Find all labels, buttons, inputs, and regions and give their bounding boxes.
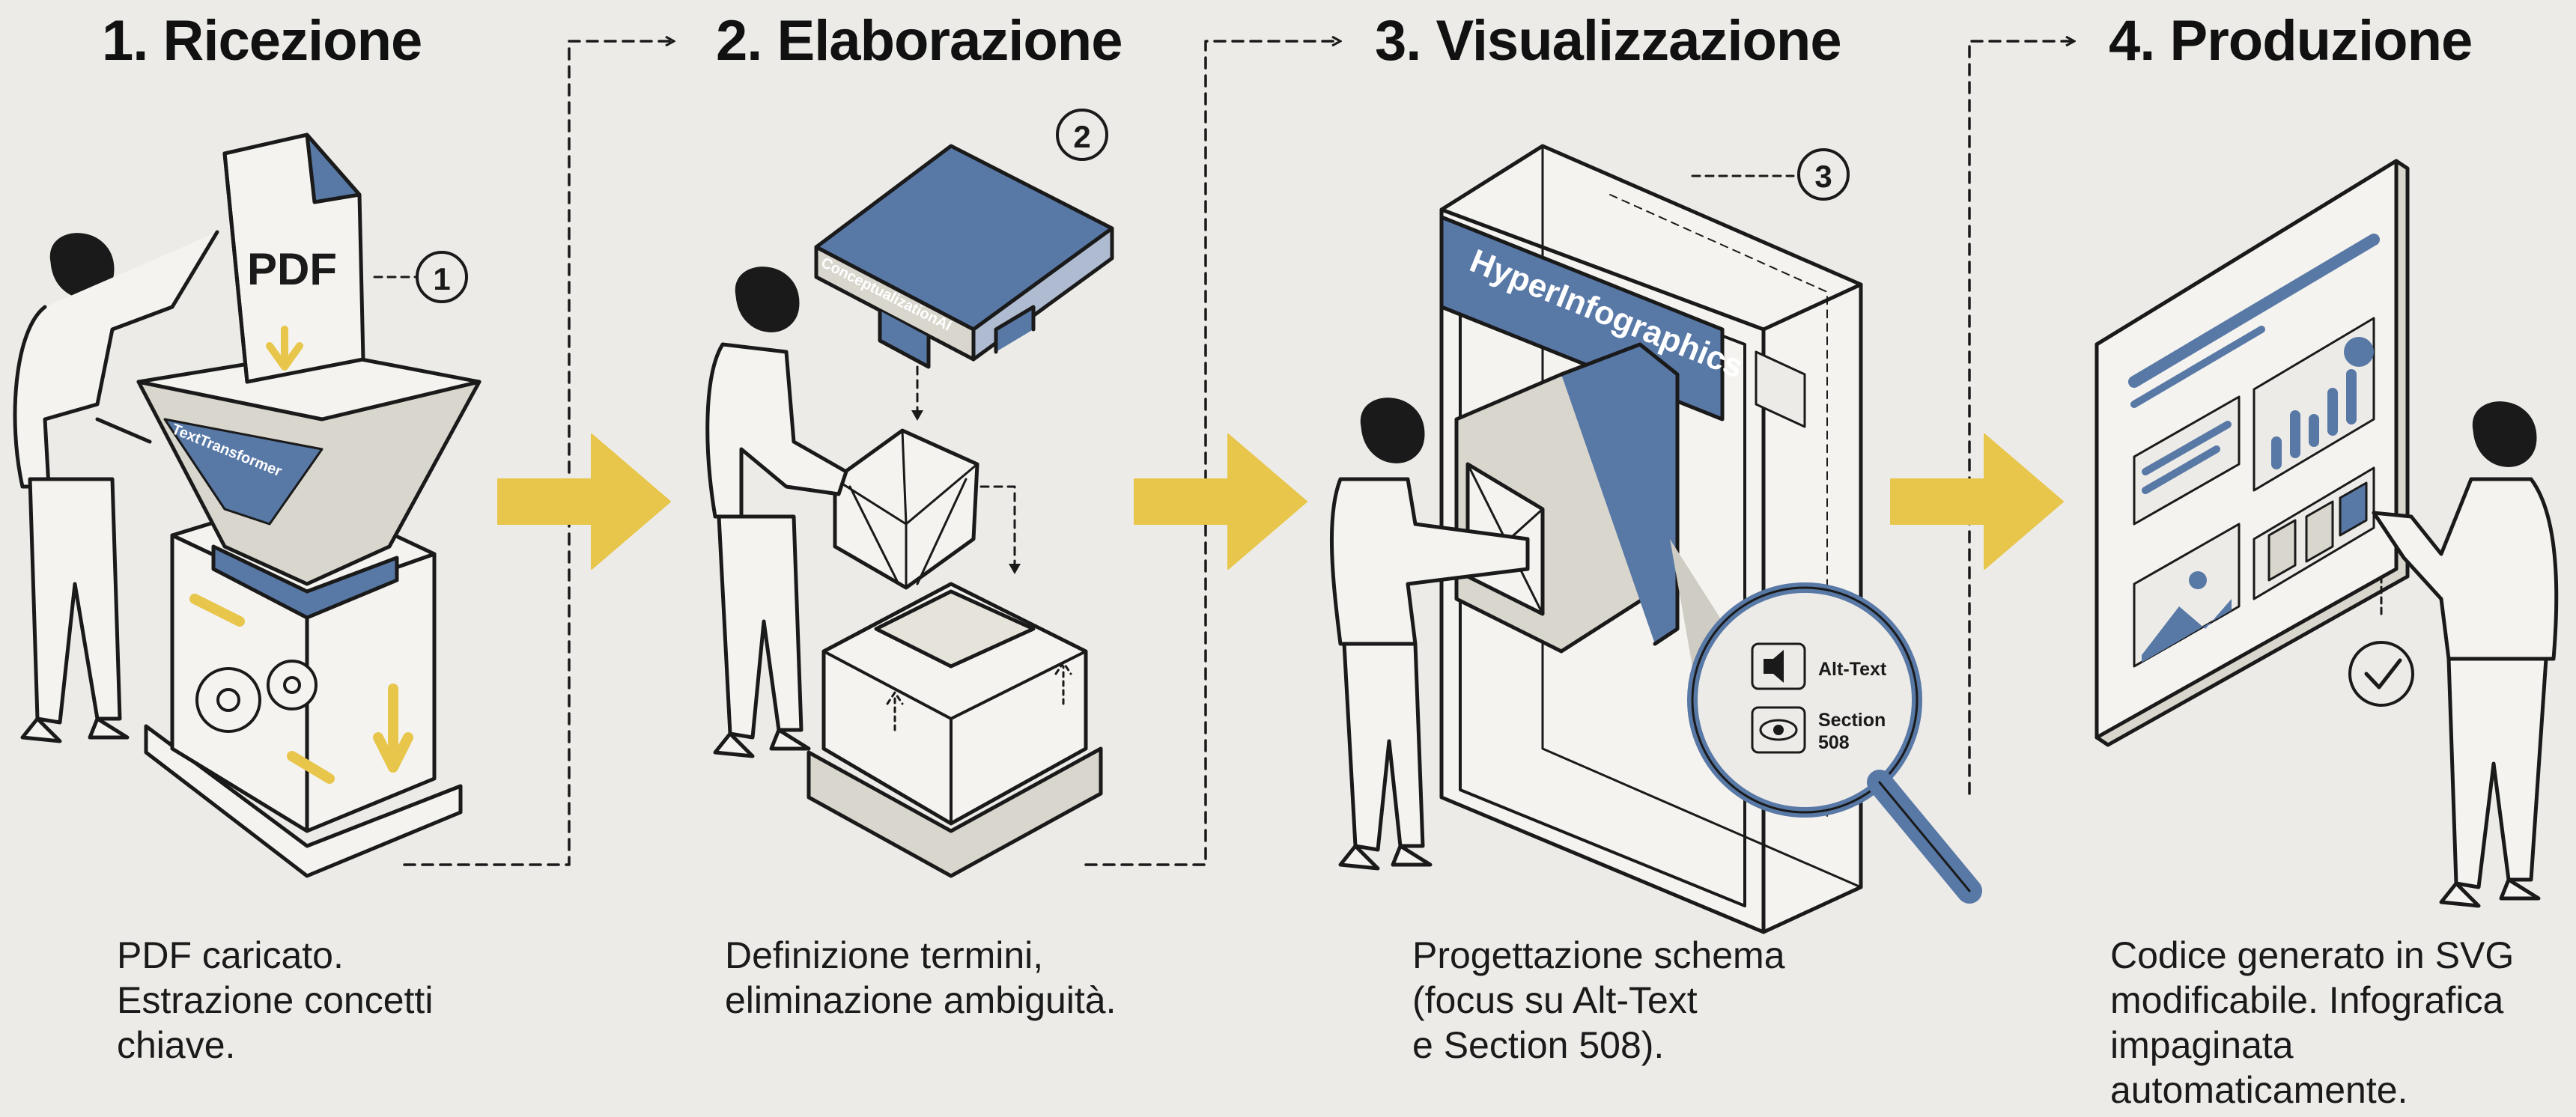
connector-1-2 — [403, 41, 674, 866]
step-2-title: 2. Elaborazione — [716, 9, 1123, 73]
step-2-description: Definizione termini, eliminazione ambigu… — [725, 933, 1117, 1023]
check-icon — [2348, 641, 2414, 707]
step-2-illustration: ConceptualizationAI 2 — [705, 109, 1114, 878]
step-2-badge: 2 — [1073, 119, 1090, 154]
step-2-description-line: Definizione termini, — [725, 934, 1044, 976]
connector-2-3 — [1084, 41, 1340, 866]
section-number: 508 — [1818, 732, 1850, 753]
cube-icon — [833, 428, 979, 590]
step-3-description: Progettazione schema (focus su Alt-Text … — [1412, 933, 1785, 1068]
step-3-badge: 3 — [1814, 159, 1832, 194]
alt-text-label: Alt-Text — [1818, 659, 1887, 680]
step-1-description-line: PDF caricato. — [117, 934, 344, 976]
step-1-title: 1. Ricezione — [102, 9, 422, 73]
person-icon — [705, 267, 848, 758]
section-label: Section — [1818, 710, 1886, 731]
step-4-description-line: impaginata — [2110, 1024, 2294, 1066]
step-4-description-line: automaticamente. — [2110, 1069, 2408, 1111]
arrow-right-icon — [1890, 433, 2064, 570]
person-icon — [13, 230, 219, 743]
step-1-description: PDF caricato. Estrazione concetti chiave… — [117, 933, 433, 1068]
step-3-description-line: e Section 508). — [1412, 1024, 1665, 1066]
step-1-description-line: chiave. — [117, 1024, 236, 1066]
step-4-description-line: Codice generato in SVG — [2110, 934, 2515, 976]
gear-icon — [195, 660, 318, 733]
magnifier-icon: Alt-Text Section 508 — [1670, 539, 1982, 904]
step-3-illustration: HyperInfographics 3 — [1329, 144, 1982, 934]
connector-3-4 — [1968, 41, 2074, 795]
step-2-description-line: eliminazione ambiguità. — [725, 979, 1117, 1021]
arrow-right-icon — [497, 433, 671, 570]
person-icon — [2372, 401, 2559, 908]
svg-text:PDF: PDF — [247, 244, 337, 294]
step-1-description-line: Estrazione concetti — [117, 979, 434, 1021]
step-1-illustration: TextTransformer PDF — [13, 133, 482, 878]
chart-icon — [2253, 317, 2375, 492]
step-4-description-line: modificabile. Infografica — [2110, 979, 2504, 1021]
person-icon — [1329, 398, 1530, 871]
step-4-illustration — [2094, 159, 2559, 908]
step-3-title: 3. Visualizzazione — [1375, 9, 1842, 73]
step-3-description-line: Progettazione schema — [1412, 934, 1785, 976]
step-1-badge: 1 — [433, 261, 450, 296]
step-4-title: 4. Produzione — [2109, 9, 2473, 73]
step-4-description: Codice generato in SVG modificabile. Inf… — [2110, 933, 2514, 1113]
arrow-right-icon — [1134, 433, 1307, 570]
step-3-description-line: (focus su Alt-Text — [1412, 979, 1698, 1021]
